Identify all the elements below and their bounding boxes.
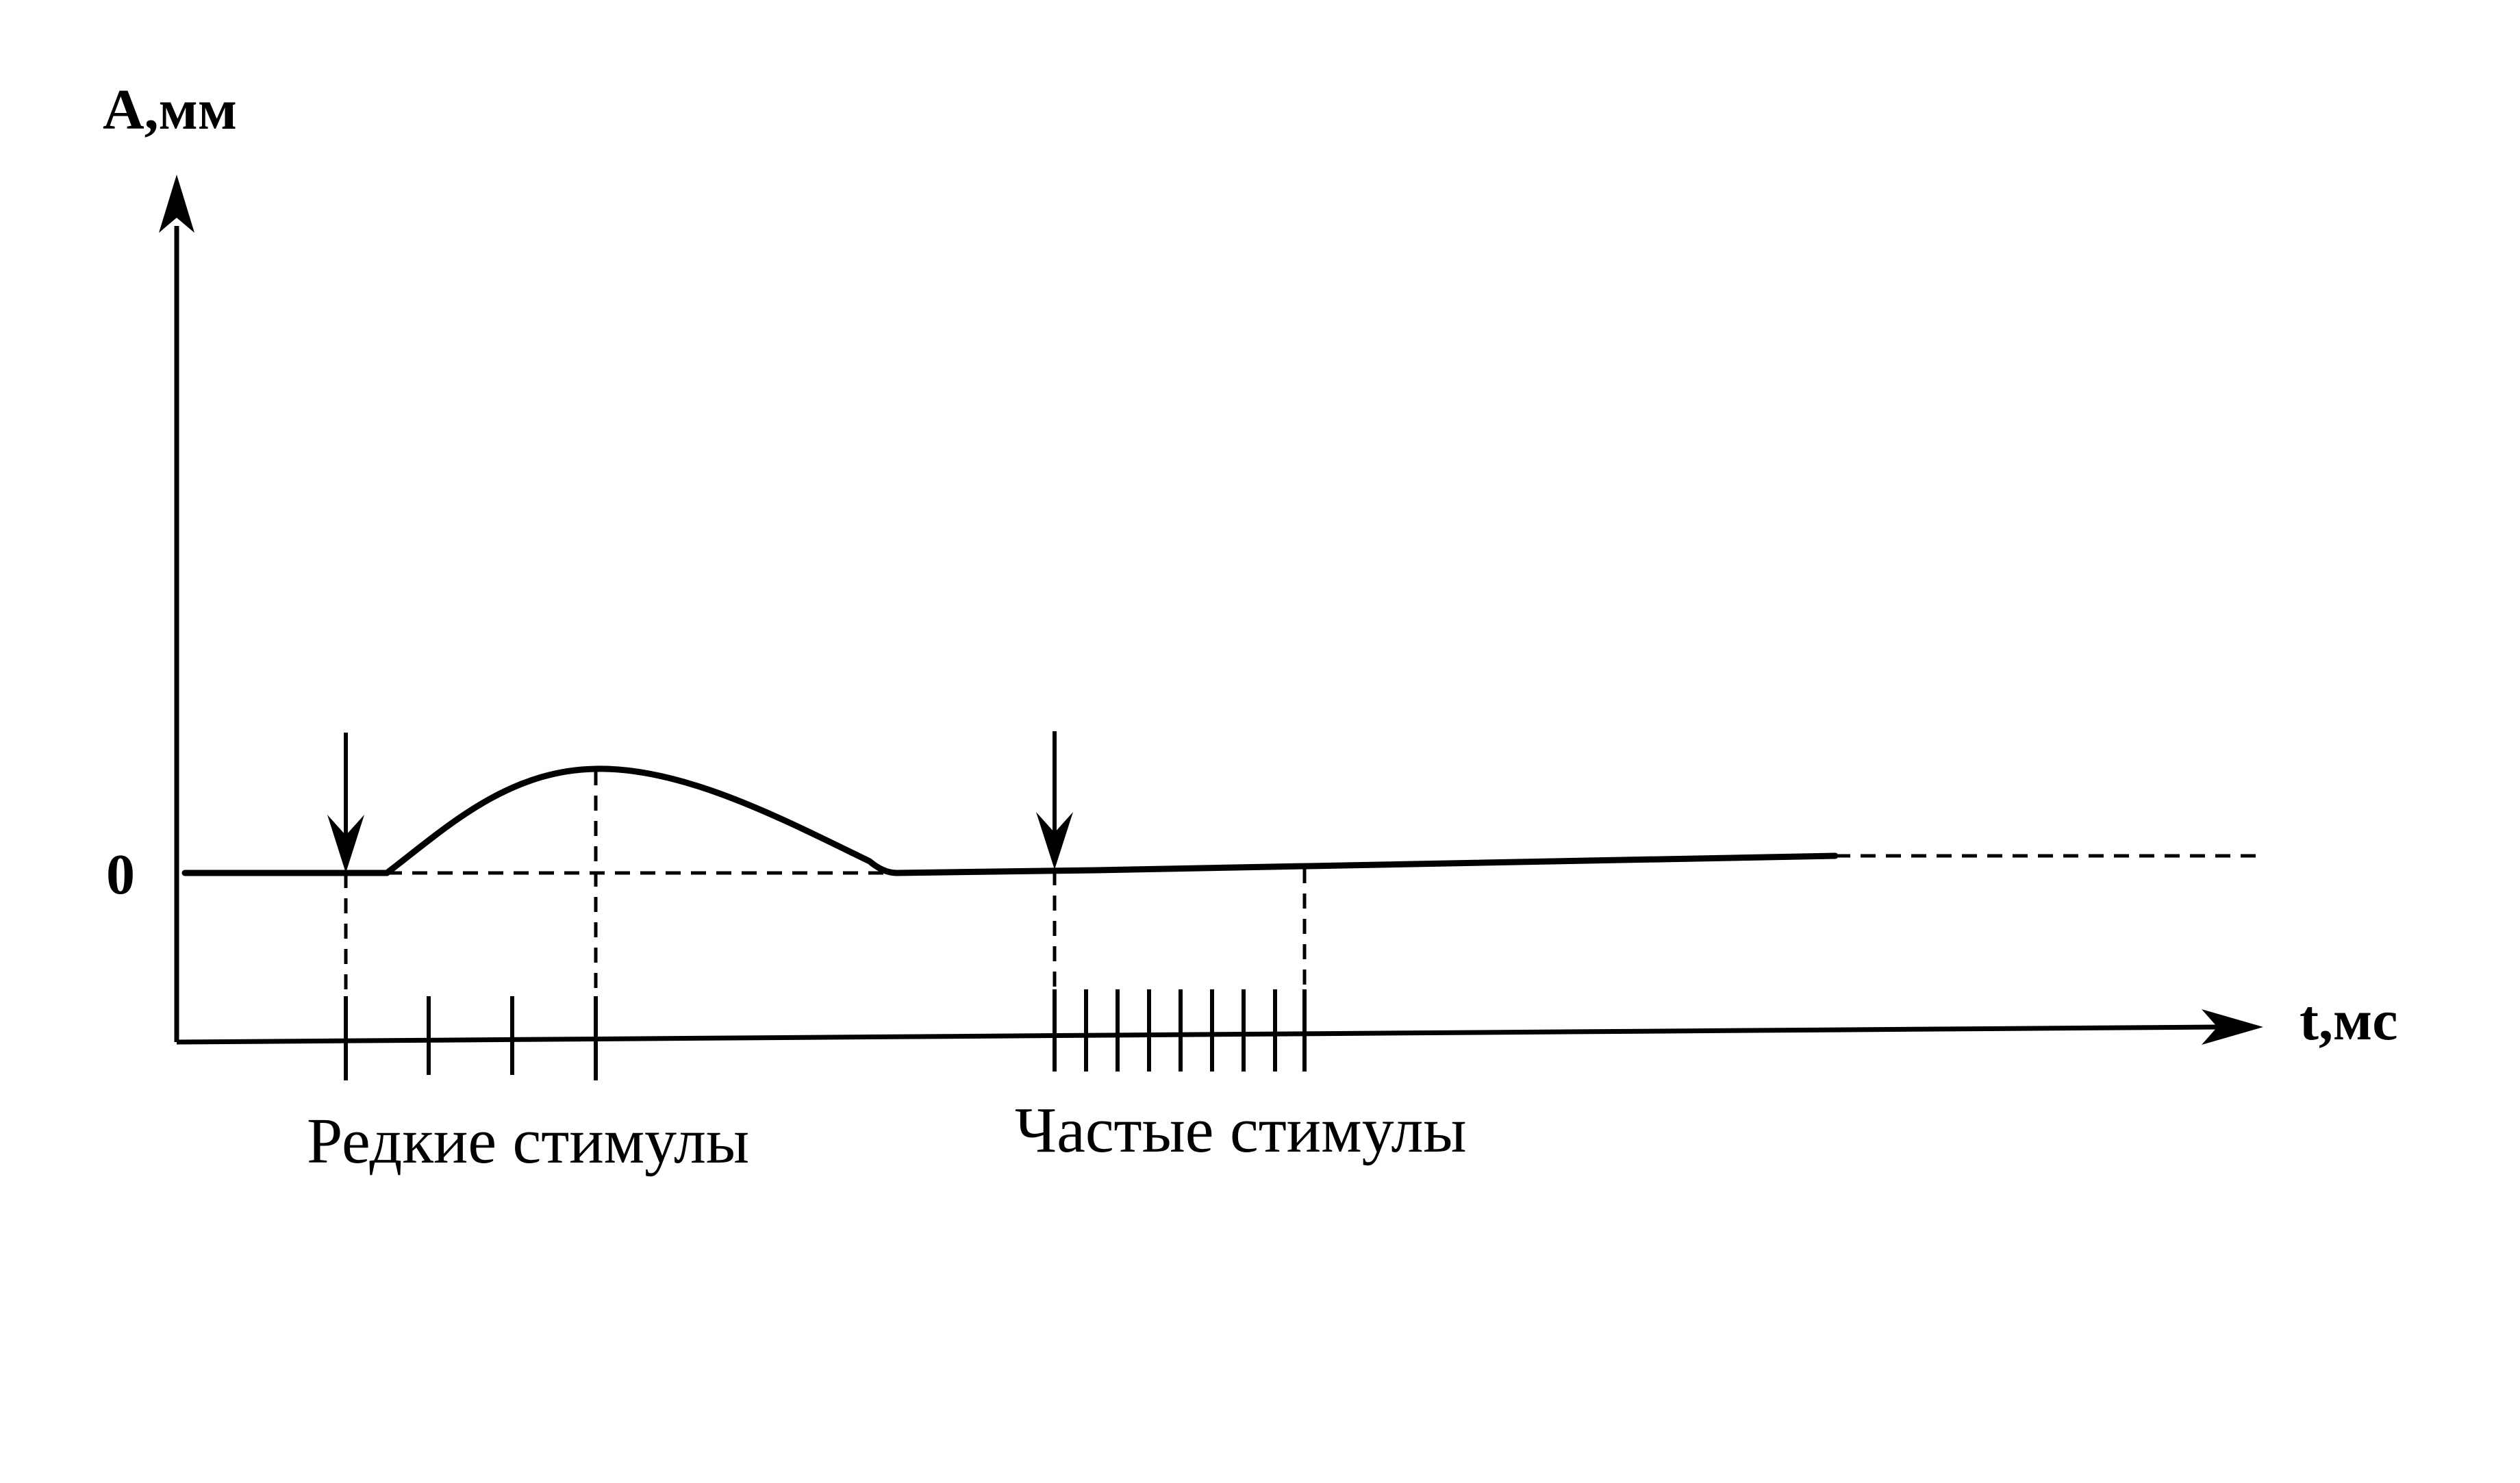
frequent-stimuli-ticks: [1053, 989, 1307, 1072]
y-axis-arrowhead: [159, 175, 194, 233]
response-curve: [181, 765, 1839, 876]
y-axis-label: А,мм: [103, 78, 237, 142]
zero-label: 0: [106, 843, 135, 907]
rare-stimuli-ticks: [344, 996, 598, 1080]
rare-stimulus-arrow: [327, 733, 364, 873]
frequent-stimulus-arrow: [1036, 731, 1073, 870]
frequent-stimuli-label: Частые стимулы: [1015, 1095, 1467, 1166]
rare-stimuli-label: Редкие стимулы: [307, 1106, 749, 1177]
x-axis-arrowhead: [2202, 1009, 2263, 1045]
diagram: А,мм t,мс 0 Редкие стимулы Частые стимул…: [103, 78, 2397, 1177]
x-axis-label: t,мс: [2300, 989, 2397, 1052]
x-axis: [176, 1024, 2219, 1045]
